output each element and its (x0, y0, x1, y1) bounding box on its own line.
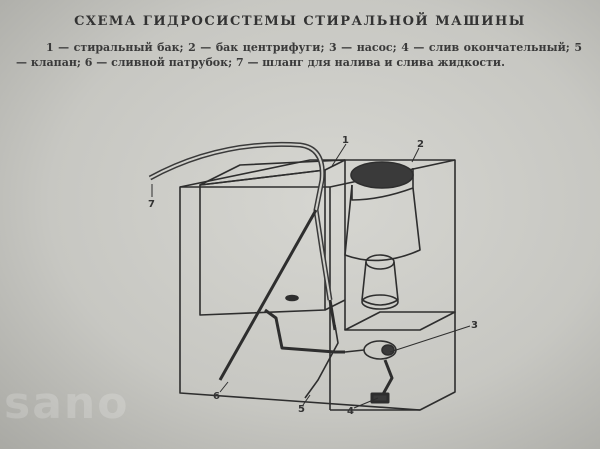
label-4: 4 (347, 406, 354, 417)
figure-caption: 1 — стиральный бак; 2 — бак центрифуги; … (16, 40, 582, 70)
caption-text: 1 — стиральный бак; 2 — бак центрифуги; … (16, 41, 582, 69)
document-title: СХЕМА ГИДРОСИСТЕМЫ СТИРАЛЬНОЙ МАШИНЫ (74, 14, 526, 29)
fill-drain-hose (148, 141, 333, 301)
label-7: 7 (148, 199, 155, 210)
label-2: 2 (417, 139, 424, 150)
label-5: 5 (298, 404, 305, 415)
final-drain (370, 359, 394, 404)
centrifuge-tank (344, 161, 456, 331)
pump (344, 340, 397, 360)
drain-pipe (218, 209, 345, 381)
label-6: 6 (213, 391, 220, 402)
leader-lines (151, 143, 471, 409)
hose-inner (149, 143, 331, 301)
washing-tank (199, 159, 346, 316)
label-1: 1 (342, 135, 349, 146)
valve (304, 324, 339, 399)
label-3: 3 (471, 320, 478, 331)
watermark: sano (4, 378, 130, 429)
